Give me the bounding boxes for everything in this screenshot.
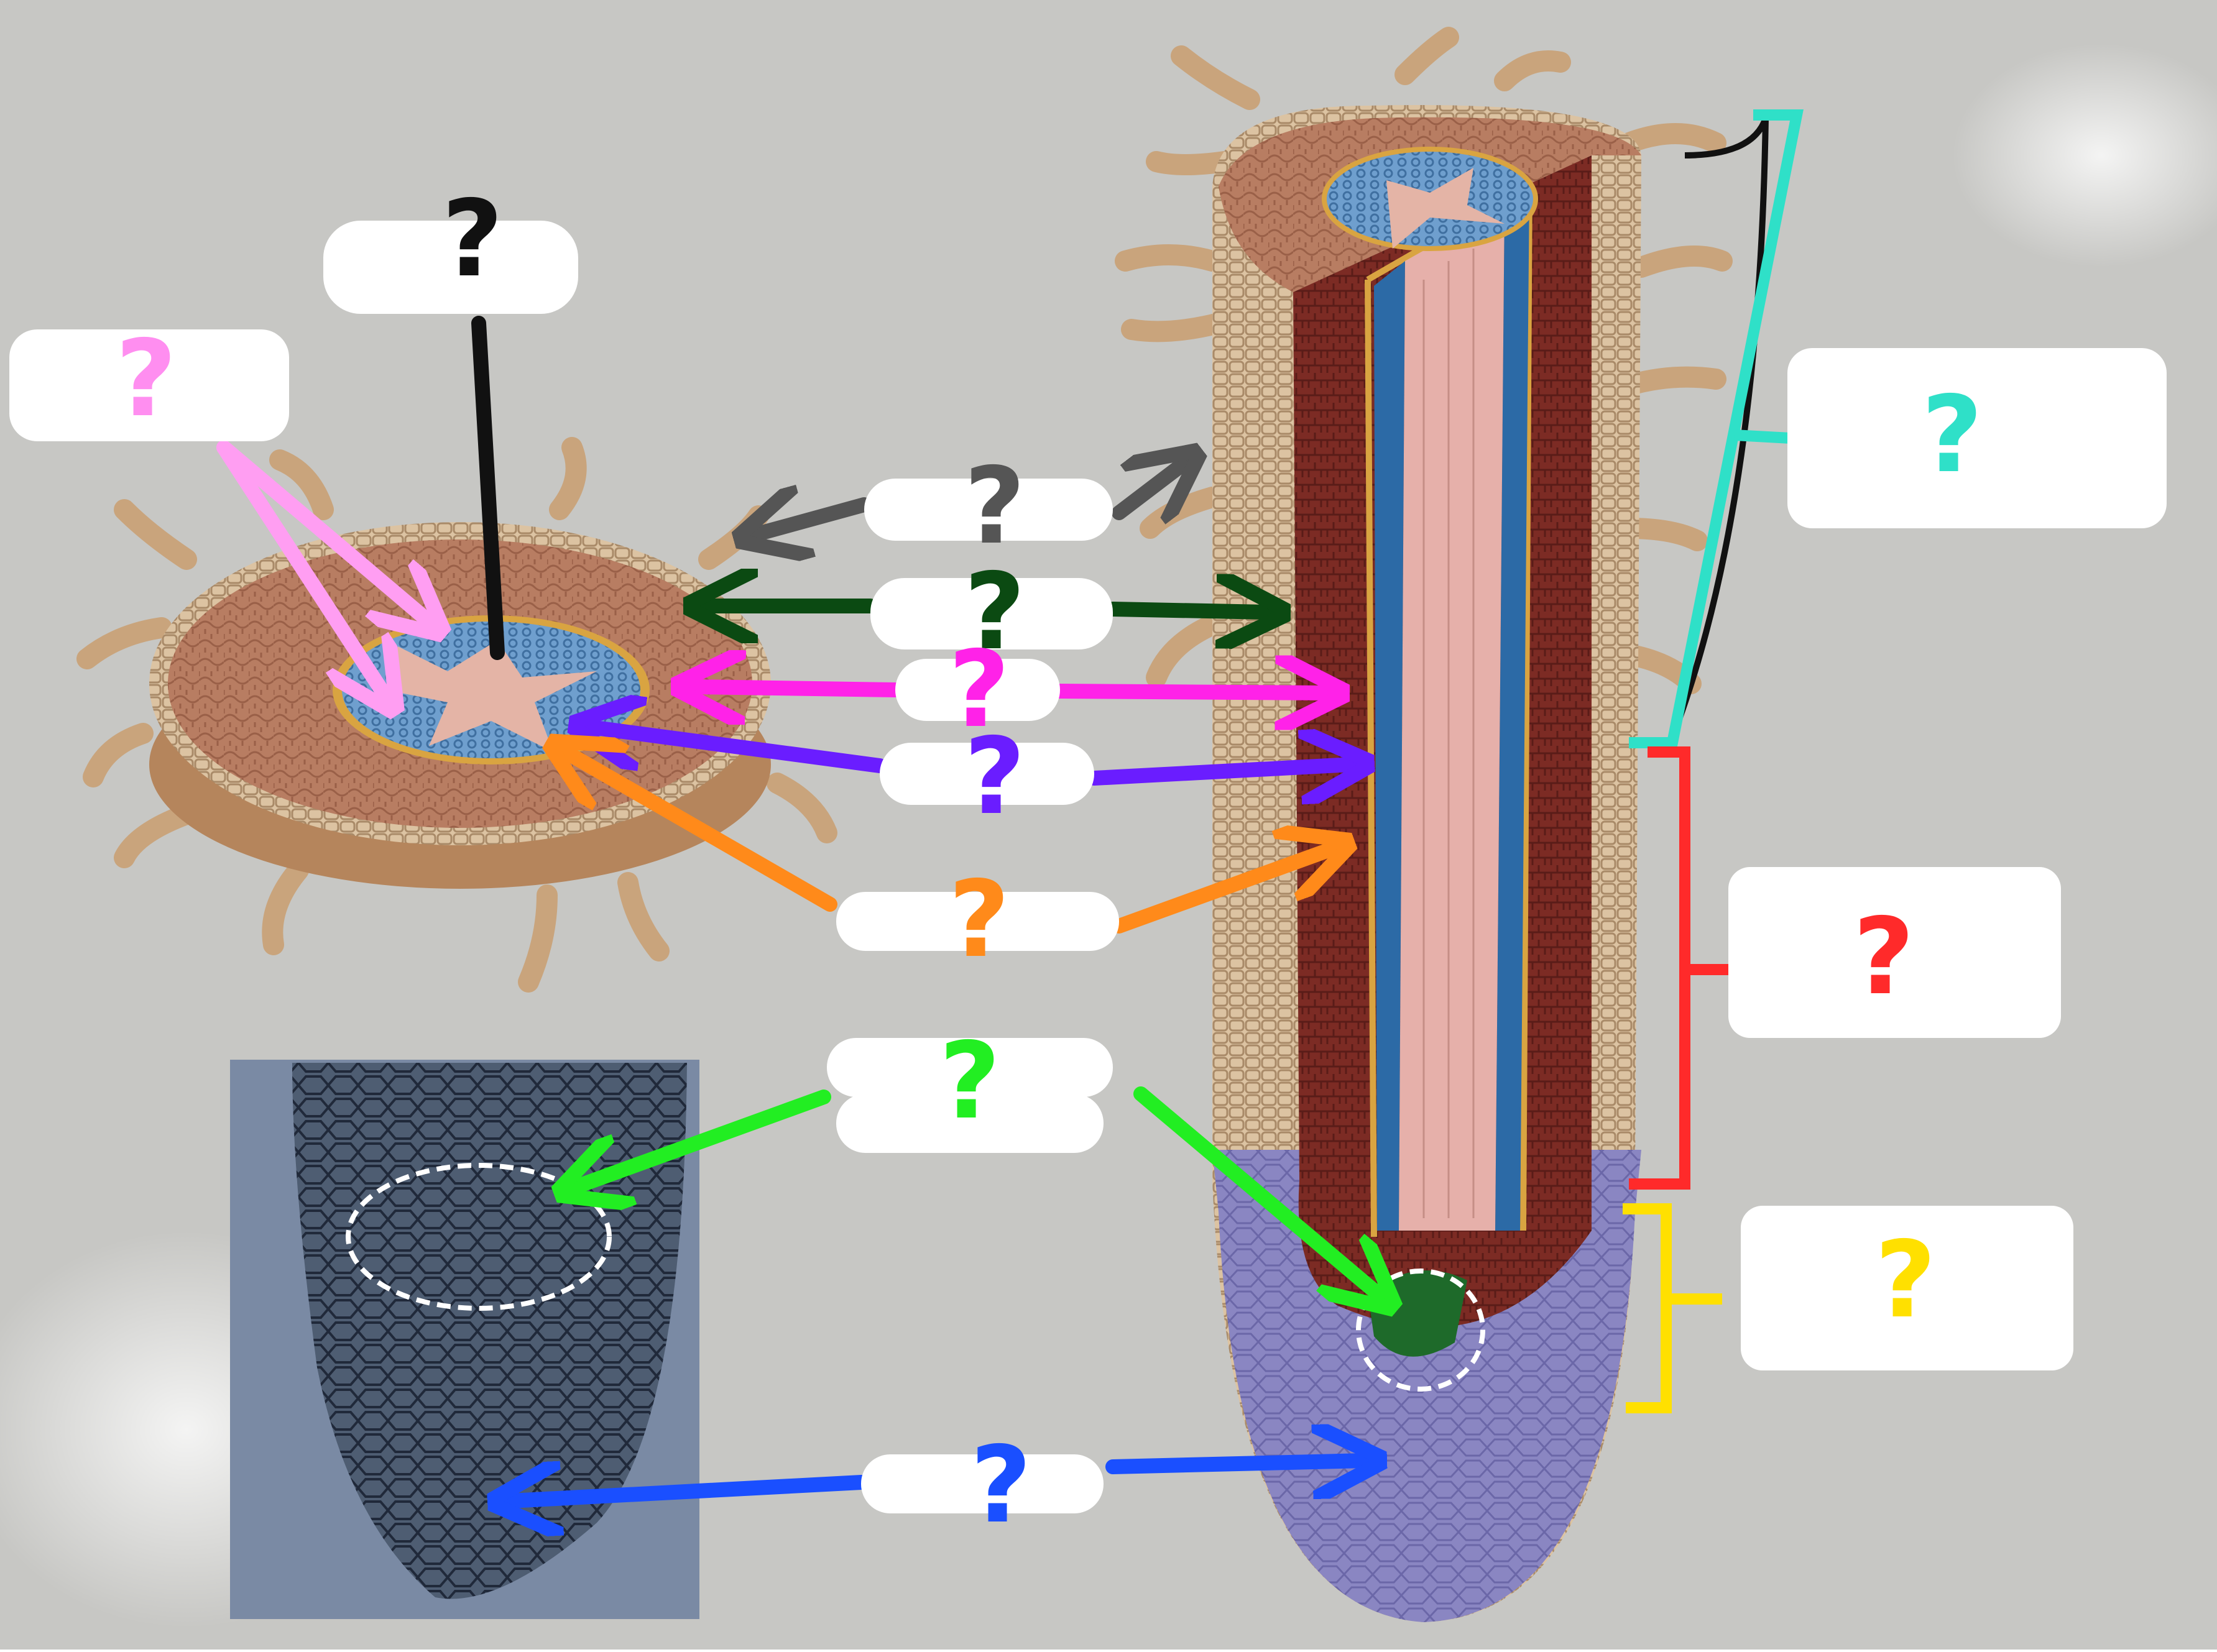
glare: [1952, 44, 2217, 267]
label-boxes: [9, 221, 2167, 1513]
apical-meristem-box-bottom: [836, 1094, 1104, 1153]
endodermis-box: [895, 659, 1060, 721]
xylem-phloem-arrow-2: [216, 440, 385, 696]
root-tip-micrograph: [230, 1060, 699, 1619]
pericycle-arrow-left: [591, 727, 887, 773]
apical-meristem-label[interactable]: ?: [939, 1020, 1001, 1143]
vascular-cylinder-leader: [471, 316, 505, 660]
meristem-outline: [1356, 1269, 1485, 1392]
division-zone-label[interactable]: ?: [1875, 1219, 1937, 1342]
question-labels: ? ? ? ? ? ? ? ? ? ? ? ?: [116, 178, 1983, 1547]
epidermis-box: [864, 479, 1113, 541]
phloem-strand: [1495, 186, 1529, 1231]
xylem-phloem-label[interactable]: ?: [116, 318, 177, 441]
xylem-cells: [1422, 249, 1475, 1218]
vascular-cylinder-label[interactable]: ?: [442, 178, 504, 301]
pericycle-box: [880, 743, 1094, 805]
root-cap-arrow-right: [1105, 1461, 1365, 1467]
endodermis-arrow-left: [693, 687, 903, 690]
zone-brackets: [1623, 109, 1804, 1413]
root-hairs: [1115, 27, 1733, 694]
cortex-box: [870, 578, 1113, 649]
pericycle-arrow-right: [1087, 764, 1352, 778]
root-cap-arrow-left: [510, 1482, 869, 1501]
xylem-phloem-arrow-1: [216, 440, 429, 622]
division-zone-box: [1741, 1206, 2073, 1370]
casparian-strip-arrow-right: [1112, 848, 1334, 934]
maturation-zone-label[interactable]: ?: [1922, 374, 1983, 497]
apical-meristem-arrow-left: [575, 1090, 831, 1187]
leader-lines: [216, 316, 1380, 1501]
xylem-long: [1399, 205, 1505, 1231]
epidermis-arrow-right: [1112, 463, 1184, 513]
apical-meristem-arrow-right: [1133, 1086, 1380, 1296]
top-face-xylem: [1386, 168, 1505, 249]
elongation-zone-box: [1728, 867, 2061, 1038]
xylem-star: [385, 640, 597, 752]
division-zone-bracket: [1623, 1203, 1672, 1413]
vascular-cylinder-box: [323, 221, 578, 314]
micrograph-meristem-outline: [346, 1163, 612, 1311]
cortex-arrow-right: [1105, 609, 1268, 612]
casparian-strip-label[interactable]: ?: [949, 858, 1010, 981]
endodermis-label[interactable]: ?: [949, 628, 1010, 751]
epidermis-label[interactable]: ?: [964, 445, 1026, 568]
apical-meristem-box-top: [827, 1038, 1113, 1097]
maturation-zone-tick: [1734, 429, 1791, 444]
epidermis-arrow-left: [755, 505, 872, 535]
casparian-strip-box: [836, 892, 1119, 951]
xylem-phloem-box: [9, 329, 289, 441]
maturation-zone-bracket: [1629, 109, 1804, 748]
root-cap-label[interactable]: ?: [970, 1424, 1032, 1547]
root-cap-box: [861, 1454, 1104, 1513]
maturation-zone-box: [1787, 348, 2167, 528]
phloem-strand: [1374, 261, 1405, 1231]
pericycle-label[interactable]: ?: [964, 715, 1026, 838]
cortex-label[interactable]: ?: [964, 551, 1026, 674]
endodermis-arrow-right: [1053, 691, 1327, 693]
casparian-strip-arrow-left: [566, 752, 837, 912]
elongation-zone-label[interactable]: ?: [1853, 896, 1915, 1019]
